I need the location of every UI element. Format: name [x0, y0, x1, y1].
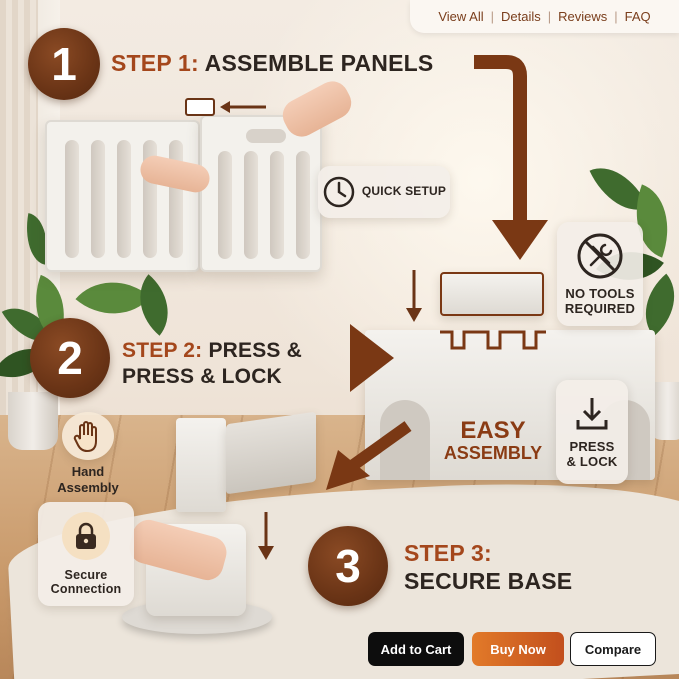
quick-setup-label: QUICK SETUP [361, 184, 447, 199]
secure-line2: Connection [50, 582, 122, 596]
step-3-badge: 3 [308, 526, 388, 606]
step-1-prefix: STEP 1: [111, 50, 199, 76]
step-1-badge: 1 [28, 28, 100, 100]
press-lock-line2: & LOCK [566, 454, 618, 469]
easy-line1: EASY [460, 417, 526, 444]
compare-button[interactable]: Compare [570, 632, 656, 666]
add-to-cart-button[interactable]: Add to Cart [368, 632, 464, 666]
top-nav: View All | Details | Reviews | FAQ [410, 0, 679, 33]
connector-piece-icon [185, 98, 215, 116]
arrow-down-small-icon [406, 270, 422, 322]
step-3-text: SECURE BASE [404, 567, 573, 594]
flow-arrow-diagonal-icon [326, 421, 412, 490]
hand-icon [73, 421, 97, 453]
gate-slot [296, 151, 310, 259]
nav-faq[interactable]: FAQ [624, 9, 651, 24]
plant-pot-left [8, 392, 58, 450]
step-3-prefix: STEP 3: [404, 540, 492, 566]
nav-separator: | [547, 9, 552, 24]
interlock-teeth [440, 330, 546, 350]
step-2-text-line2: PRESS & LOCK [122, 365, 282, 389]
step-2-text-line1: PRESS & [208, 339, 303, 362]
arrow-left-icon [220, 101, 266, 113]
gate-slot [218, 151, 232, 259]
gate-slot [117, 140, 131, 258]
secure-connection-card: Secure Connection [38, 502, 134, 606]
no-tools-icon [577, 233, 623, 279]
step-3-number: 3 [335, 540, 361, 592]
hand-line1: Hand [71, 464, 105, 479]
no-tools-card: NO TOOLS REQUIRED [557, 222, 643, 326]
download-arrow-icon [576, 398, 608, 430]
gate-slot [91, 140, 105, 258]
press-lock-line1: PRESS [569, 439, 615, 455]
gate-slot [169, 140, 183, 258]
step-2-line1: STEP 2: PRESS & [122, 338, 302, 364]
gate-handle [246, 129, 286, 143]
lock-icon [76, 522, 96, 549]
gate-panel-left [45, 120, 200, 272]
no-tools-line2: REQUIRED [564, 301, 636, 316]
gate-slot [270, 151, 284, 259]
post-piece [176, 418, 226, 512]
gate-panel-right [200, 115, 322, 272]
step-3-title: STEP 3: SECURE BASE [404, 540, 572, 595]
step-2-badge: 2 [30, 318, 110, 398]
gate-slot [65, 140, 79, 258]
gate-slot [244, 151, 258, 259]
nav-separator: | [490, 9, 494, 24]
step-2-title: STEP 2: PRESS & PRESS & LOCK [122, 338, 302, 391]
step-2-prefix: STEP 2: [122, 339, 203, 362]
hand-line2: Assembly [57, 479, 119, 495]
step-2-number: 2 [57, 332, 83, 384]
buy-now-button[interactable]: Buy Now [472, 632, 564, 666]
nav-view-all[interactable]: View All [438, 9, 484, 24]
hand-assembly-label: Hand Assembly [40, 464, 136, 495]
connector-block [440, 272, 544, 316]
press-lock-card: PRESS & LOCK [556, 380, 628, 484]
post-piece-side [226, 411, 316, 495]
nav-reviews[interactable]: Reviews [558, 9, 608, 24]
quick-setup-card: QUICK SETUP [318, 166, 450, 218]
clock-icon [323, 176, 355, 208]
arrow-down-small-icon [258, 512, 274, 560]
nav-details[interactable]: Details [501, 9, 541, 24]
flow-arrow-right-icon [350, 324, 394, 392]
step-1-number: 1 [51, 38, 77, 90]
secure-line1: Secure [64, 567, 108, 582]
easy-assembly-label: EASY ASSEMBLY [430, 417, 556, 464]
flow-arrow-down-icon [474, 55, 548, 260]
hand-icon-badge [62, 412, 114, 460]
no-tools-line1: NO TOOLS [565, 286, 635, 302]
nav-separator: | [614, 9, 618, 24]
easy-line2: ASSEMBLY [443, 443, 543, 464]
step-1-text: ASSEMBLE PANELS [204, 50, 434, 76]
lock-icon-badge [62, 511, 110, 560]
step-1-title: STEP 1: ASSEMBLE PANELS [111, 50, 433, 77]
